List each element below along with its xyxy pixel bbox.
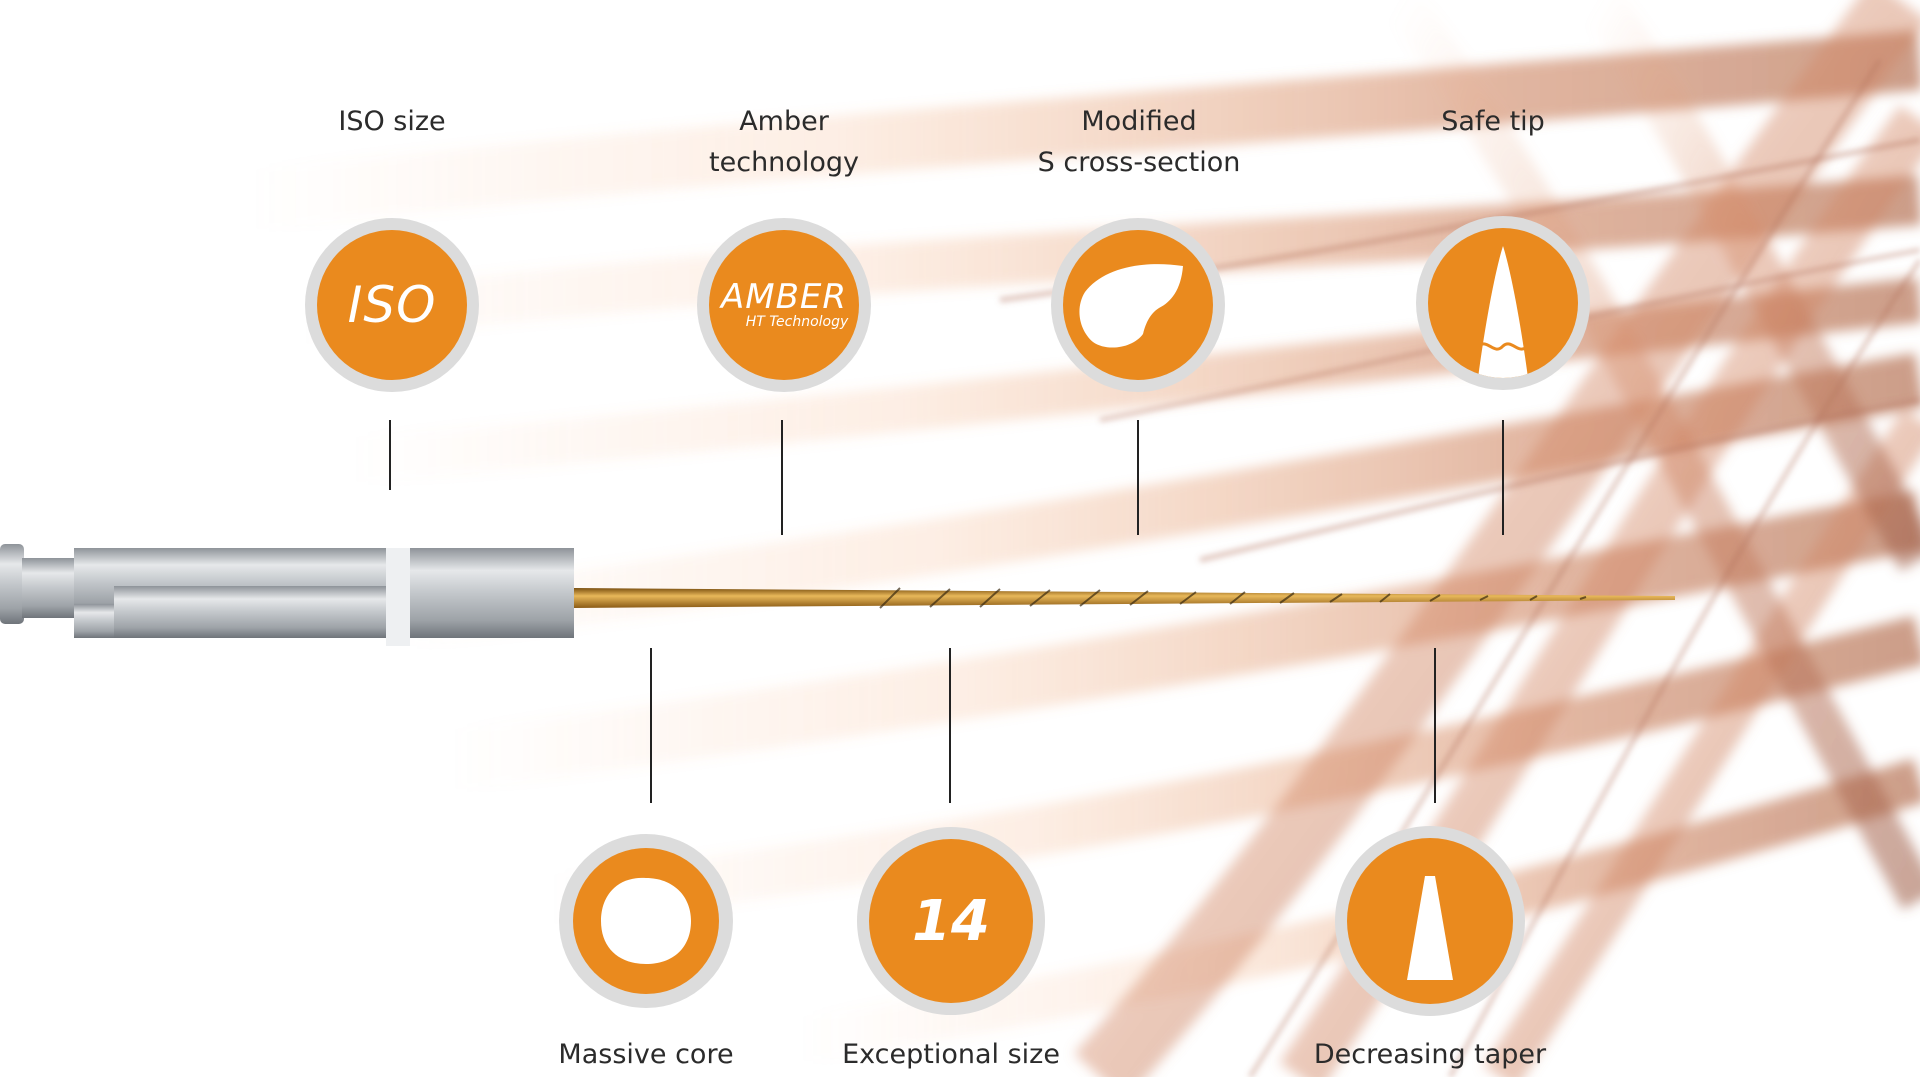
connector-iso bbox=[389, 420, 391, 490]
connector-decreasing-taper bbox=[1434, 648, 1436, 803]
connector-safe-tip bbox=[1502, 420, 1504, 535]
connector-exceptional-size bbox=[949, 648, 951, 803]
iso-icon: ISO bbox=[317, 230, 467, 380]
massive-core-icon bbox=[573, 848, 719, 994]
decreasing-taper-badge bbox=[1335, 826, 1525, 1016]
label-exceptional-size: Exceptional size bbox=[842, 1039, 1060, 1070]
exceptional-size-badge: 14 bbox=[857, 827, 1045, 1015]
safe-tip-icon bbox=[1428, 228, 1578, 378]
connector-amber bbox=[781, 420, 783, 535]
safe-tip-badge bbox=[1416, 216, 1590, 390]
endodontic-file bbox=[0, 544, 1675, 646]
label-modified-s-cross-section: Modified S cross-section bbox=[1037, 106, 1241, 178]
file-handle bbox=[0, 544, 574, 646]
label-massive-core: Massive core bbox=[558, 1039, 734, 1070]
file-shaft bbox=[574, 587, 1675, 609]
connector-cross-section bbox=[1137, 420, 1139, 535]
label-amber-technology: Amber technology bbox=[709, 106, 859, 178]
label-iso-size: ISO size bbox=[338, 106, 446, 137]
s-cross-section-icon bbox=[1063, 230, 1213, 380]
iso-badge: ISO bbox=[305, 218, 479, 392]
connector-massive-core bbox=[650, 648, 652, 803]
size-14-icon: 14 bbox=[869, 839, 1033, 1003]
amber-badge: AMBER HT Technology bbox=[697, 218, 871, 392]
decreasing-taper-icon bbox=[1347, 838, 1513, 1004]
label-safe-tip: Safe tip bbox=[1441, 106, 1545, 137]
massive-core-badge bbox=[559, 834, 733, 1008]
amber-icon: AMBER HT Technology bbox=[709, 230, 859, 380]
s-cross-section-badge bbox=[1051, 218, 1225, 392]
label-decreasing-taper: Decreasing taper bbox=[1313, 1039, 1547, 1070]
